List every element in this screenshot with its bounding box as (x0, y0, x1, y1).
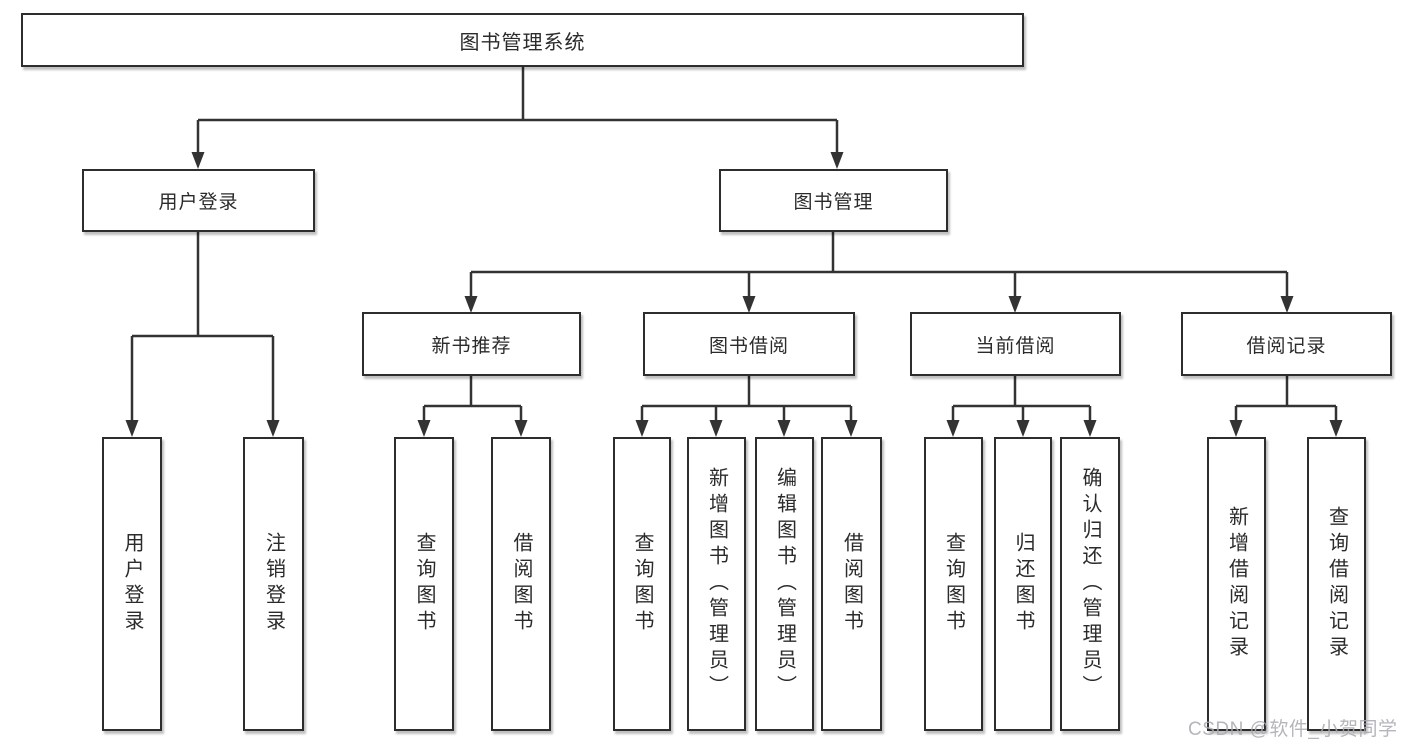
leaf-confirm-return-admin: 确认归还（管理员） (1060, 437, 1120, 731)
watermark: CSDN @软件_小贺同学 (1188, 719, 1398, 740)
leaf-borrow-books-recommend: 借阅图书 (491, 437, 551, 731)
leaf-edit-book-admin: 编辑图书（管理员） (755, 437, 814, 731)
node-book-borrow-label: 图书借阅 (708, 335, 789, 357)
leaf-query-books-recommend-label: 查询图书 (413, 532, 435, 636)
leaf-logout-label: 注销登录 (262, 532, 285, 636)
leaf-user-login-label: 用户登录 (121, 532, 143, 636)
leaf-query-books-borrow: 查询图书 (613, 437, 671, 731)
node-book-borrow: 图书借阅 (643, 312, 855, 376)
leaf-logout: 注销登录 (243, 437, 304, 731)
leaf-add-book-admin-label: 新增图书（管理员） (705, 467, 728, 701)
leaf-return-book-label: 归还图书 (1012, 532, 1034, 636)
node-current-borrow: 当前借阅 (910, 312, 1121, 376)
node-book-management: 图书管理 (719, 169, 948, 232)
node-new-book-recommend-label: 新书推荐 (431, 335, 512, 357)
node-borrow-records-label: 借阅记录 (1246, 335, 1327, 357)
node-library-system: 图书管理系统 (21, 13, 1024, 67)
leaf-query-borrow-record: 查询借阅记录 (1307, 437, 1366, 731)
leaf-borrow-books-label: 借阅图书 (840, 532, 863, 636)
leaf-edit-book-admin-label: 编辑图书（管理员） (773, 467, 796, 701)
leaf-query-books-current-label: 查询图书 (942, 532, 965, 636)
leaf-confirm-return-admin-label: 确认归还（管理员） (1079, 467, 1101, 701)
leaf-query-books-borrow-label: 查询图书 (631, 532, 653, 636)
node-new-book-recommend: 新书推荐 (362, 312, 581, 376)
node-user-login-label: 用户登录 (158, 192, 239, 213)
leaf-return-book: 归还图书 (994, 437, 1052, 731)
leaf-borrow-books-recommend-label: 借阅图书 (510, 532, 532, 636)
leaf-add-borrow-record-label: 新增借阅记录 (1225, 506, 1248, 662)
leaf-add-book-admin: 新增图书（管理员） (687, 437, 746, 731)
leaf-query-borrow-record-label: 查询借阅记录 (1325, 506, 1348, 662)
node-book-management-label: 图书管理 (793, 192, 874, 213)
node-user-login: 用户登录 (82, 169, 315, 232)
node-current-borrow-label: 当前借阅 (975, 335, 1056, 357)
leaf-add-borrow-record: 新增借阅记录 (1207, 437, 1266, 731)
leaf-query-books-recommend: 查询图书 (394, 437, 454, 731)
leaf-borrow-books: 借阅图书 (821, 437, 882, 731)
leaf-query-books-current: 查询图书 (924, 437, 983, 731)
node-library-system-label: 图书管理系统 (459, 31, 586, 54)
leaf-user-login: 用户登录 (102, 437, 162, 731)
node-borrow-records: 借阅记录 (1181, 312, 1392, 376)
